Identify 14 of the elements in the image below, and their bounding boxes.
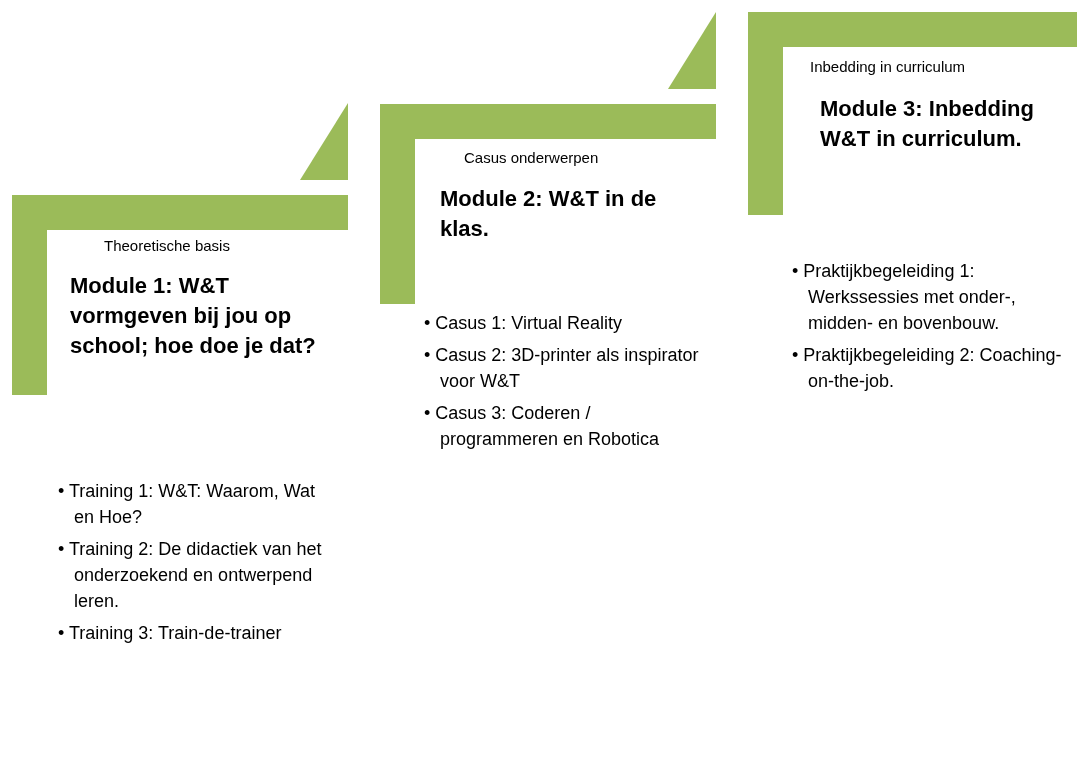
step-label: Casus onderwerpen	[464, 149, 599, 166]
bullet-item: • Praktijkbegeleiding 1: Werkssessies met onder-, midden- en bovenbouw.	[792, 260, 1017, 335]
bullet-item: • Training 3: Train-de-trainer	[58, 622, 283, 645]
bullet-item: • Casus 2: 3D-printer als inspirator voor W&T	[424, 344, 700, 393]
bullet-item: • Training 2: De didactiek van het onderzoekend en ontwerpend leren.	[58, 538, 323, 613]
bullet-item: • Casus 1: Virtual Reality	[424, 312, 624, 335]
module-heading: Module 2: W&T in de klas.	[440, 185, 658, 243]
step-label: Theoretische basis	[104, 237, 230, 254]
step-label: Inbedding in curriculum	[810, 58, 966, 75]
bullet-item: • Casus 3: Coderen / programmeren en Robotica	[424, 402, 661, 451]
bullet-item: • Praktijkbegeleiding 2: Coaching-on-the-job.	[792, 344, 1063, 393]
module-heading: Module 1: W&T vormgeven bij jou op school; hoe doe je dat?	[70, 272, 317, 360]
bullet-item: • Training 1: W&T: Waarom, Wat en Hoe?	[58, 480, 317, 529]
module-heading: Module 3: Inbedding W&T in curriculum.	[820, 95, 1035, 153]
